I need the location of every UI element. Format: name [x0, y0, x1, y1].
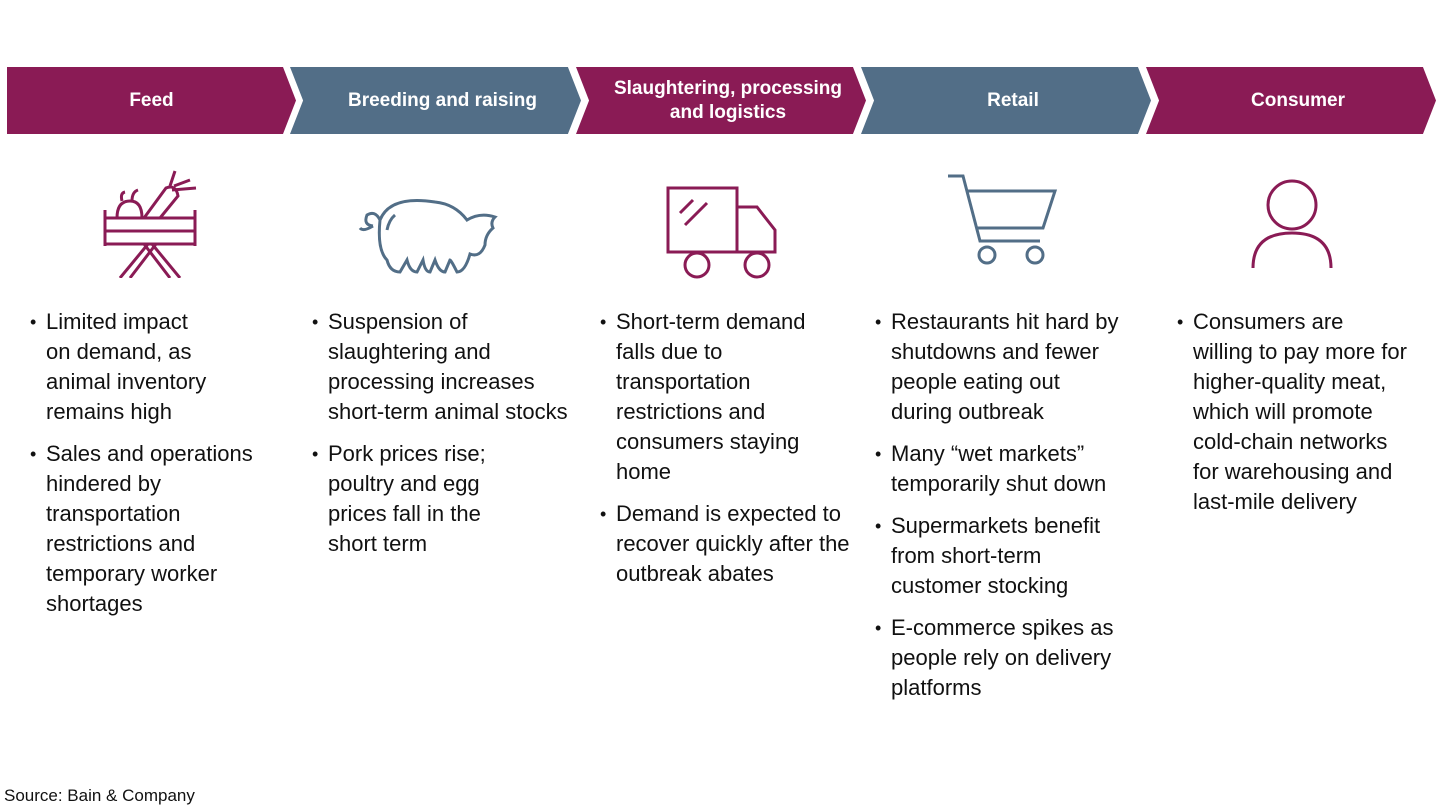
stage-header-slaughtering: Slaughtering, processing and logistics [576, 67, 866, 134]
bullet: Demand is expected to recover quickly af… [600, 499, 850, 589]
bullet: Many “wet markets” temporarily shut down [875, 439, 1140, 499]
stage-header-retail: Retail [861, 67, 1151, 134]
bullet: Short-term demand falls due to transport… [600, 307, 836, 487]
bullet: Supermarkets benefit from short-term cus… [875, 511, 1136, 601]
bullet: Consumers are willing to pay more for hi… [1177, 307, 1408, 517]
stage-header-consumer: Consumer [1146, 67, 1436, 134]
shopping-cart-icon [948, 174, 1058, 265]
bullet: Restaurants hit hard by shutdowns and fe… [875, 307, 1126, 427]
truck-icon [666, 186, 777, 279]
stage-header-feed: Feed [7, 67, 296, 134]
stage-label: Breeding and raising [348, 89, 537, 111]
retail-bullets: Restaurants hit hard by shutdowns and fe… [875, 307, 1140, 715]
bullet: E-commerce spikes as people rely on deli… [875, 613, 1116, 703]
source-note: Source: Bain & Company [4, 786, 195, 805]
consumer-bullets: Consumers are willing to pay more for hi… [1177, 307, 1417, 529]
stage-header-breeding: Breeding and raising [290, 67, 581, 134]
feed-basket-icon [103, 170, 197, 278]
stage-label: Retail [987, 89, 1039, 111]
breeding-bullets: Suspension of slaughtering and processin… [312, 307, 572, 571]
bullet: Sales and operations hindered by transpo… [30, 439, 275, 619]
pig-icon [358, 198, 498, 274]
slaughtering-bullets: Short-term demand falls due to transport… [600, 307, 850, 601]
feed-bullets: Limited impact on demand, as animal inve… [30, 307, 275, 631]
stage-label: Consumer [1251, 89, 1345, 111]
bullet: Limited impact on demand, as animal inve… [30, 307, 216, 427]
stage-label: Slaughtering, processing and logistics [613, 77, 843, 123]
bullet: Pork prices rise; poultry and egg prices… [312, 439, 513, 559]
person-icon [1251, 179, 1333, 269]
bullet: Suspension of slaughtering and processin… [312, 307, 572, 427]
stage-label: Feed [129, 89, 174, 111]
